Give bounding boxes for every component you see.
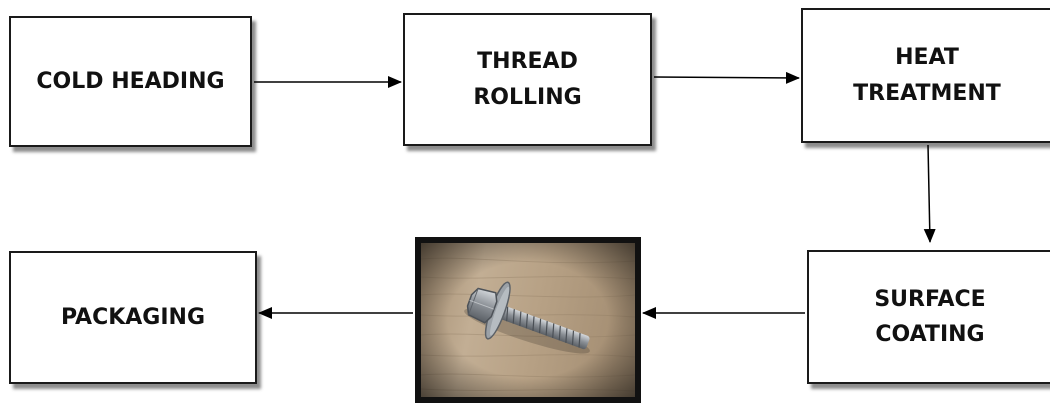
step-label-line: ROLLING	[473, 84, 582, 110]
step-label-line: TREATMENT	[853, 80, 1001, 106]
step-label: HEAT TREATMENT	[853, 40, 1001, 110]
step-label-line: COLD HEADING	[36, 68, 225, 94]
bolt-with-washer-image	[420, 243, 636, 397]
step-label-line: THREAD	[477, 49, 578, 75]
step-label: THREAD ROLLING	[473, 44, 581, 114]
step-cold-heading: COLD HEADING	[9, 16, 252, 147]
step-label: PACKAGING	[61, 300, 205, 335]
arrow-heat-to-coating	[923, 144, 936, 243]
step-thread-rolling: THREAD ROLLING	[403, 13, 652, 146]
step-heat-treatment: HEAT TREATMENT	[801, 8, 1050, 143]
arrow-thread-to-heat	[653, 71, 800, 84]
step-label-line: SURFACE	[874, 286, 986, 312]
step-label: SURFACE COATING	[874, 282, 985, 352]
step-label-line: COATING	[875, 322, 985, 347]
step-surface-coating: SURFACE COATING	[807, 250, 1050, 384]
step-packaging: PACKAGING	[9, 251, 257, 384]
bolt-photo	[415, 237, 641, 403]
step-label-line: HEAT	[895, 45, 959, 71]
step-label-line: PACKAGING	[60, 304, 206, 330]
step-label: COLD HEADING	[36, 64, 224, 99]
